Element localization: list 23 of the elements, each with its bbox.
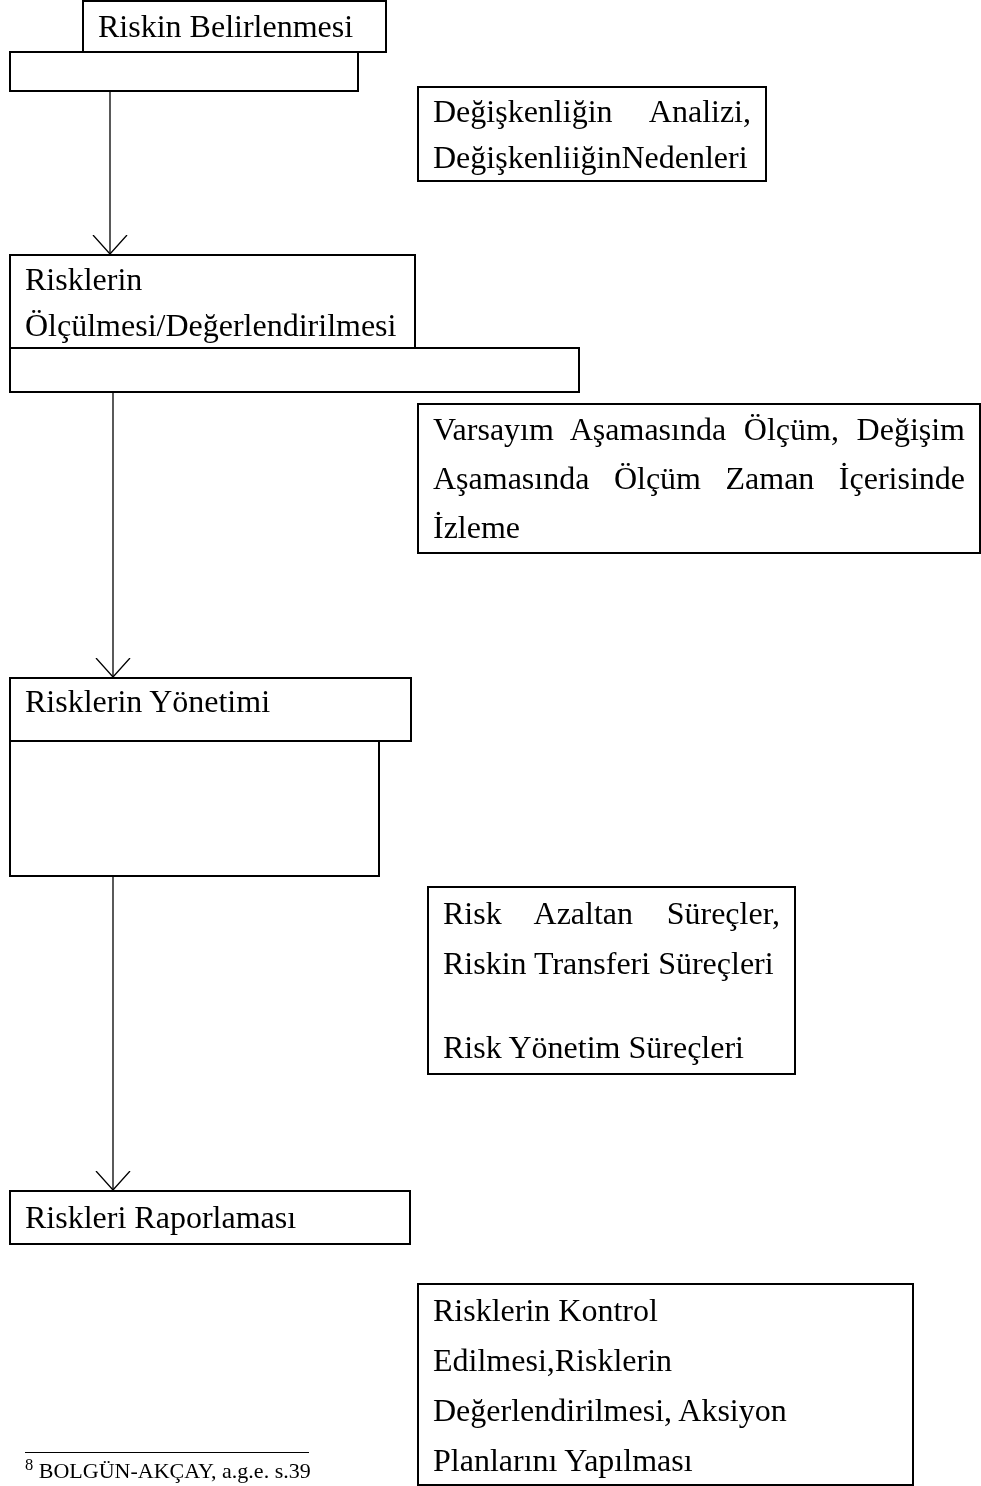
box-text: Değişkenliğin Analizi, DeğişkenliiğinNedenleri (433, 92, 751, 177)
box-text: Risk Yönetim Süreçleri (443, 1028, 745, 1067)
box-outline (9, 51, 359, 92)
process-box (9, 1190, 411, 1245)
process-box (82, 0, 387, 53)
box-text: Varsayım Aşamasında Ölçüm, Değişim Aşamasında Ölçüm Zaman İçerisinde İzleme (433, 410, 965, 547)
box-outline (9, 347, 580, 393)
box-outline (9, 740, 380, 877)
arrow (95, 392, 131, 678)
box-text: Risklerin Yönetimi (25, 682, 271, 721)
arrow (95, 876, 131, 1191)
arrow (92, 91, 128, 255)
process-box (427, 886, 796, 1075)
process-box (9, 254, 416, 349)
box-text: Riskin Belirlenmesi (98, 7, 355, 46)
box-text: Risklerin Ölçülmesi/Değerlendirilmesi (25, 260, 398, 345)
process-box (417, 1283, 914, 1486)
box-text: Riskleri Raporlaması (25, 1198, 298, 1237)
box-text: Risklerin Kontrol Edilmesi,Risklerin Değerlendirilmesi, Aksiyon Planlarını Yapılması (433, 1291, 788, 1480)
process-box (417, 86, 767, 182)
box-text: Risk Azaltan Süreçler, Riskin Transferi Süreçleri (443, 894, 780, 983)
footnote-text: $^{8}$ BOLGÜN-AKÇAY, a.g.e. s.39 (25, 1458, 311, 1484)
process-box (9, 677, 412, 742)
